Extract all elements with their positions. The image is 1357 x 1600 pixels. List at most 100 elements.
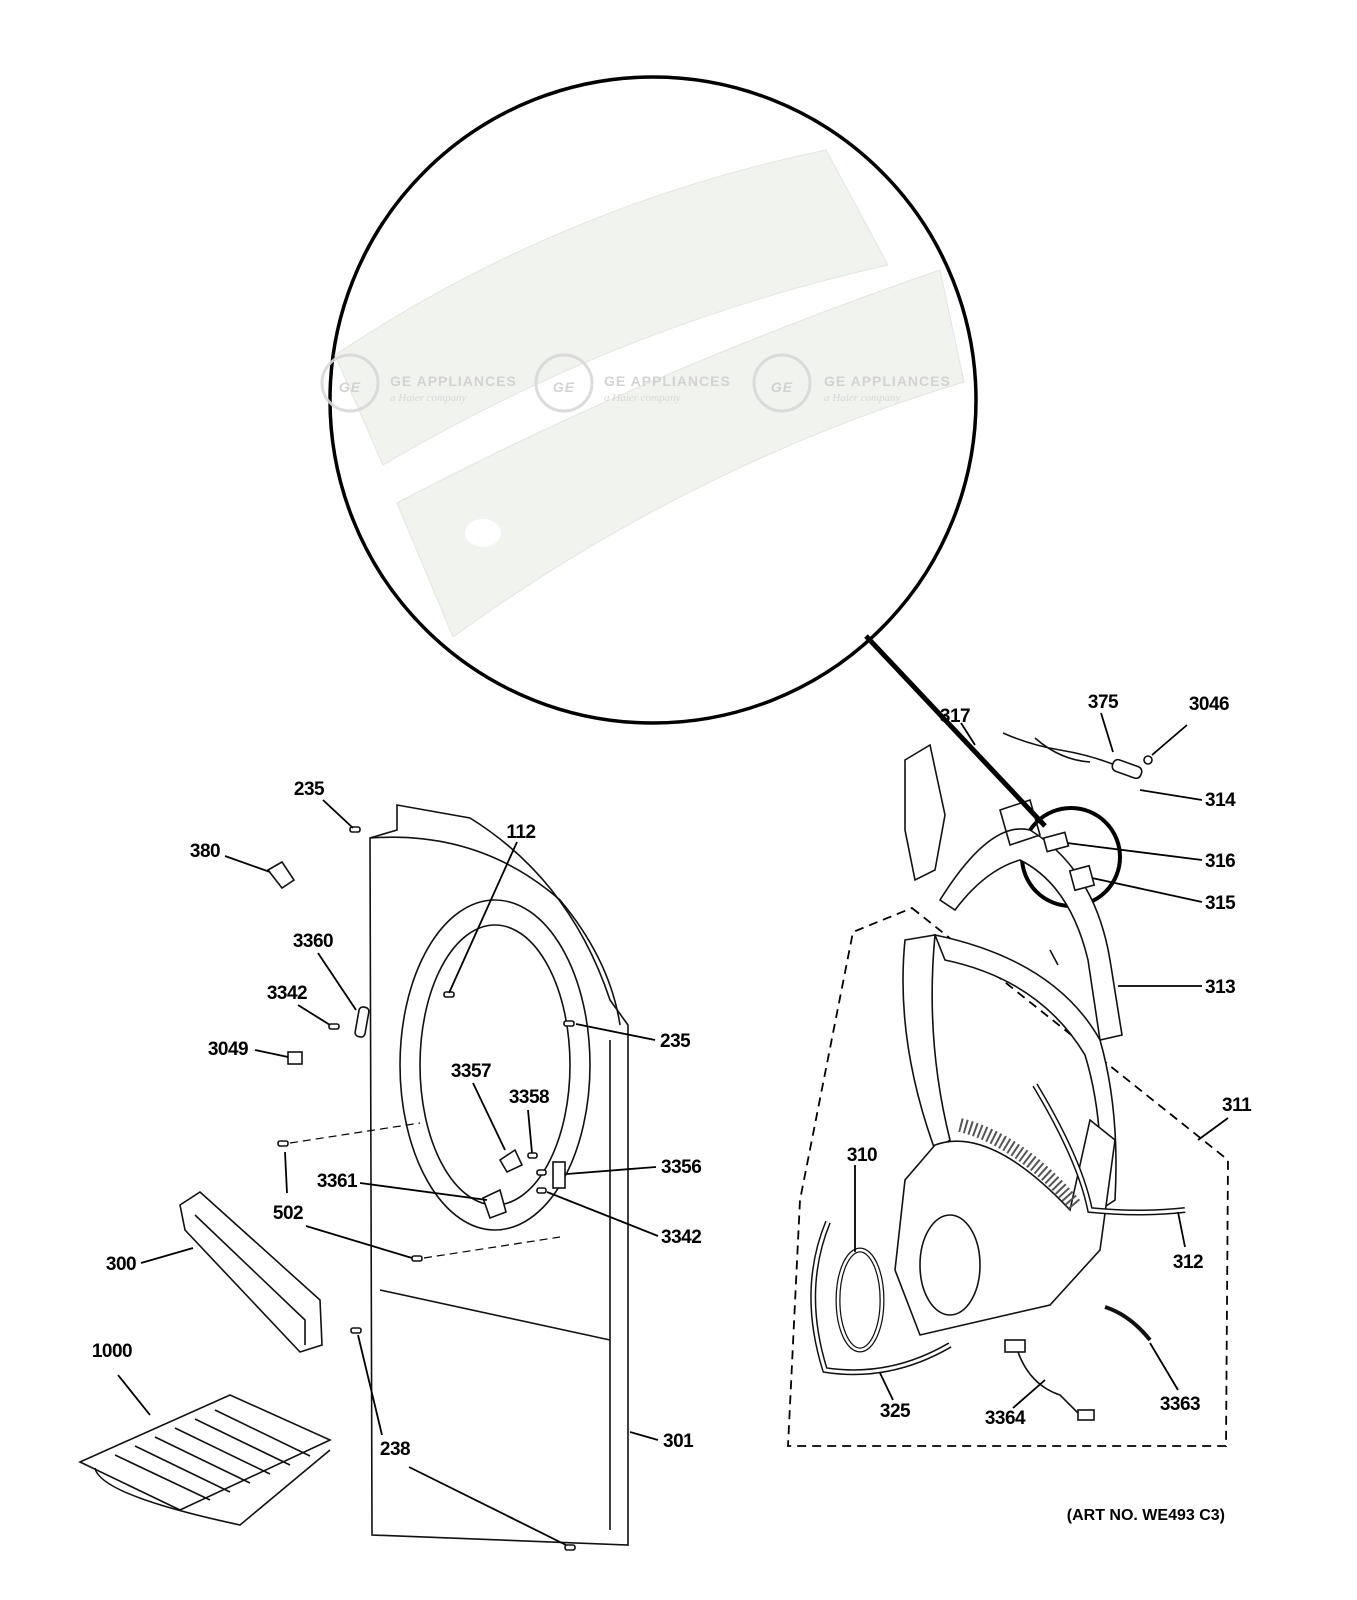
ge-logo-icon (320, 353, 380, 413)
callout-502: 502 (273, 1203, 303, 1224)
screw-502 (411, 1255, 423, 1262)
ge-logo-text: GE (771, 379, 793, 395)
assembly-line (423, 1236, 561, 1259)
callout-312: 312 (1173, 1252, 1203, 1273)
watermark-brand: GE APPLIANCES (390, 373, 517, 389)
ge-logo-text: GE (553, 379, 575, 395)
screw-3342 (536, 1169, 547, 1176)
panel-top-edge (369, 836, 621, 1026)
callout-310: 310 (847, 1145, 877, 1166)
callout-3342-right: 3342 (661, 1227, 701, 1248)
watermark-tagline: a Haier company (604, 392, 680, 404)
screw-238 (350, 1327, 362, 1334)
ge-logo-icon (534, 353, 594, 413)
plate-3356 (552, 1161, 566, 1189)
sensor-bar-3363 (1104, 1305, 1152, 1342)
callout-3357: 3357 (451, 1061, 491, 1082)
art-number: (ART NO. WE493 C3) (1067, 1507, 1225, 1524)
latch-3357 (498, 1148, 524, 1174)
front-panel-assembly (78, 804, 629, 1551)
callout-316: 316 (1205, 851, 1235, 872)
wire-harness-375 (1002, 732, 1136, 773)
callout-325: 325 (880, 1401, 911, 1422)
screw-3342 (328, 1023, 340, 1030)
duct-assembly-313 (938, 828, 1123, 1041)
drying-rack-1000 (78, 1394, 332, 1526)
callout-375: 375 (1088, 692, 1119, 713)
screw-238 (564, 1544, 576, 1551)
clip-3049 (287, 1051, 303, 1065)
felt-seal-325-inner (811, 1221, 951, 1374)
pad-316 (1042, 831, 1070, 853)
callout-3363: 3363 (1160, 1394, 1200, 1415)
watermark-1: GE GE APPLIANCES a Haier company (320, 353, 517, 413)
callout-380: 380 (190, 841, 220, 862)
felt-strip-312-inner (1033, 1084, 1186, 1214)
lint-filter-frame (194, 1214, 306, 1345)
callout-3361: 3361 (317, 1171, 358, 1192)
callout-1000: 1000 (92, 1341, 132, 1362)
screw-3342 (536, 1187, 547, 1194)
callout-3046: 3046 (1189, 694, 1229, 715)
group-311-boundary (787, 906, 1229, 1447)
callout-112: 112 (506, 822, 535, 843)
rear-frame-arc (933, 933, 1117, 1212)
wire-harness-3364 (1017, 1351, 1081, 1416)
thermostat-314 (1111, 758, 1143, 780)
callout-300: 300 (106, 1254, 136, 1275)
insulation-pad-lower (396, 269, 965, 638)
callout-3356: 3356 (661, 1157, 701, 1178)
bracket-3360 (354, 1006, 370, 1038)
lint-duct-housing (894, 1118, 1116, 1336)
callout-3360: 3360 (293, 931, 333, 952)
callout-3364: 3364 (985, 1408, 1026, 1429)
insulation-pad-upper (334, 149, 889, 466)
ge-logo-icon (752, 353, 812, 413)
screw-3358 (527, 1152, 538, 1159)
watermark-brand: GE APPLIANCES (604, 373, 731, 389)
watermark-2: GE GE APPLIANCES a Haier company (534, 353, 731, 413)
rear-frame-left (902, 934, 951, 1152)
watermark-brand: GE APPLIANCES (824, 373, 951, 389)
magnifier-connector (864, 634, 1047, 828)
wire-harness-375-b (1034, 737, 1091, 763)
callout-314: 314 (1205, 790, 1236, 811)
bracket-part (999, 798, 1041, 847)
screws (277, 826, 576, 1551)
lint-filter-300 (179, 1190, 323, 1353)
callout-3049: 3049 (208, 1039, 248, 1060)
pad-315 (1068, 864, 1096, 892)
callout-238: 238 (380, 1439, 410, 1460)
callout-235-top: 235 (294, 779, 325, 800)
catch-3361 (482, 1188, 507, 1220)
callout-3358: 3358 (509, 1087, 549, 1108)
seal-310-inner (836, 1248, 884, 1352)
callout-311: 311 (1222, 1095, 1252, 1116)
ge-logo-text: GE (339, 379, 361, 395)
screw-235 (563, 1020, 575, 1027)
door-opening-outer (399, 899, 591, 1231)
front-panel-301 (369, 804, 629, 1546)
callout-labels: 375 3046 317 314 316 315 313 311 310 312… (92, 692, 1253, 1460)
lint-grille (958, 1118, 1081, 1210)
assembly-line (289, 1122, 421, 1144)
watermark-tagline: a Haier company (824, 392, 900, 404)
pad-hole (465, 519, 501, 547)
callout-235-right: 235 (660, 1031, 691, 1052)
clip (1049, 949, 1059, 966)
harness-connector-end (1077, 1409, 1095, 1421)
watermark-tagline: a Haier company (390, 392, 466, 404)
duct-bracket-317 (904, 743, 946, 882)
screw-3046 (1143, 755, 1153, 765)
callout-3342-left: 3342 (267, 983, 307, 1004)
screw-502 (277, 1140, 289, 1147)
callout-301: 301 (663, 1431, 694, 1452)
rear-bulkhead-assembly (787, 732, 1229, 1447)
switch-380 (266, 860, 296, 890)
watermark-3: GE GE APPLIANCES a Haier company (752, 353, 951, 413)
panel-contour (379, 1289, 611, 1341)
callout-313: 313 (1205, 977, 1235, 998)
leader-lines (117, 712, 1229, 1546)
callout-317: 317 (940, 706, 970, 727)
